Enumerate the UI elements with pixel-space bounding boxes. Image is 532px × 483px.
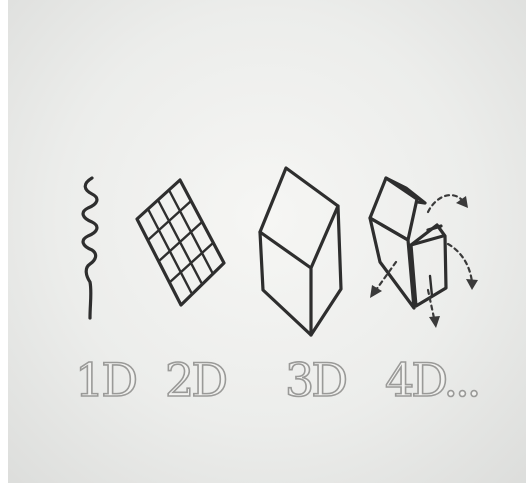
label-3d: 3D bbox=[285, 357, 345, 403]
arrow-path-right bbox=[448, 244, 472, 282]
arrow-head-right bbox=[466, 279, 478, 290]
arrow-path-top bbox=[428, 195, 462, 212]
cube-fragment-detail bbox=[430, 276, 432, 296]
two-d-grid bbox=[137, 180, 224, 305]
arrow-head-top bbox=[456, 196, 468, 208]
cube-outline bbox=[260, 168, 341, 335]
label-4d: 4D... bbox=[385, 357, 478, 403]
label-2d: 2D bbox=[165, 357, 225, 403]
four-d-cube bbox=[370, 178, 478, 328]
one-d-wavy-line bbox=[83, 178, 97, 318]
arrow-head-bottom bbox=[429, 316, 440, 328]
arrow-path-left bbox=[376, 262, 396, 290]
cube-fragment-left bbox=[370, 218, 414, 308]
arrow-head-left bbox=[370, 285, 382, 298]
cube-inner-edges bbox=[260, 206, 338, 335]
label-1d: 1D bbox=[75, 357, 135, 403]
three-d-cube bbox=[260, 168, 341, 335]
